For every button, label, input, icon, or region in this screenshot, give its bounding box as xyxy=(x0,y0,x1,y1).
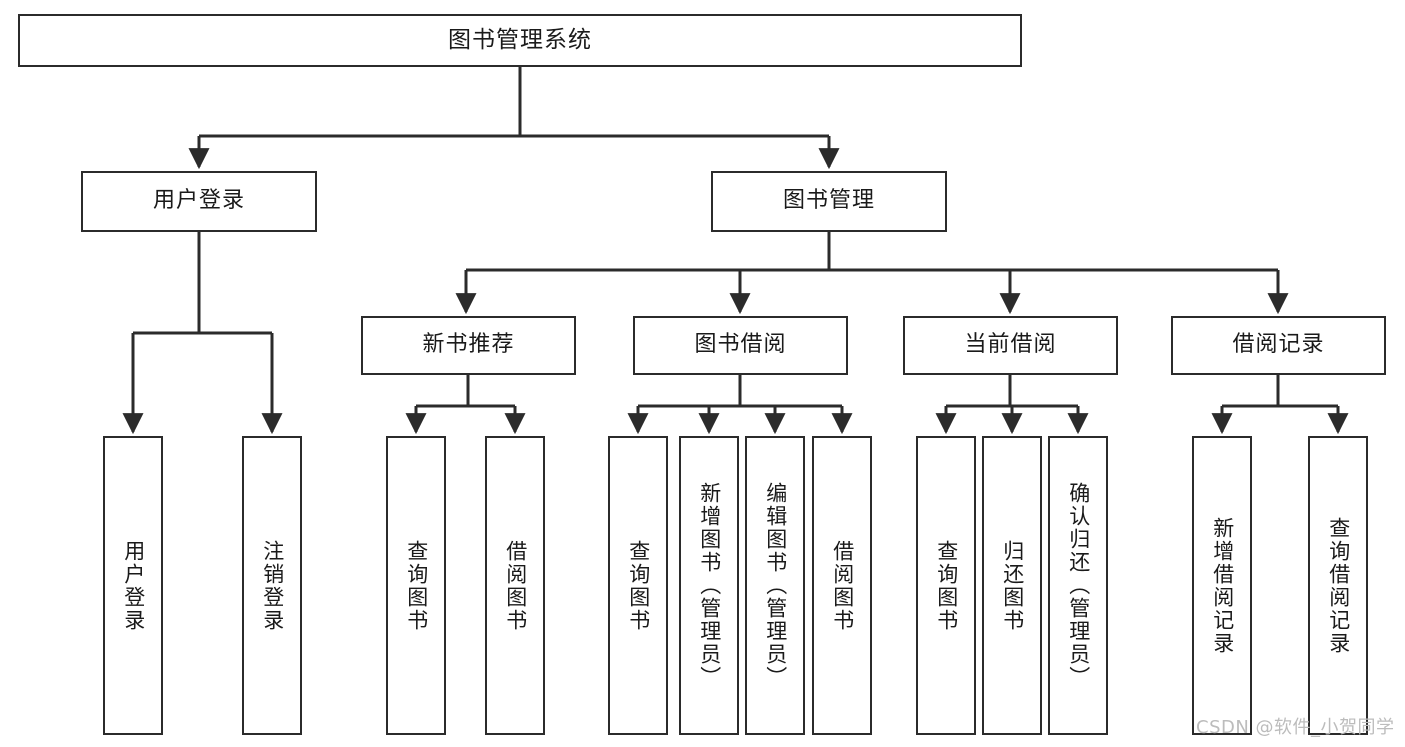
node-root[interactable]: 图书管理系统 xyxy=(18,14,1022,67)
node-leaf-user-login[interactable]: 用户登录 xyxy=(103,436,163,735)
csdn-watermark: CSDN @软件_小贺同学 xyxy=(1196,717,1395,738)
node-book-borrow[interactable]: 图书借阅 xyxy=(633,316,848,375)
node-label: 注销登录 xyxy=(260,539,285,632)
node-label: 确认归还（管理员） xyxy=(1066,482,1091,689)
node-label: 新增借阅记录 xyxy=(1210,516,1235,655)
node-label: 归还图书 xyxy=(1000,539,1025,632)
node-leaf-return-book[interactable]: 归还图书 xyxy=(982,436,1042,735)
node-label: 查询借阅记录 xyxy=(1326,516,1351,655)
node-label: 当前借阅 xyxy=(964,332,1057,358)
node-leaf-edit-book[interactable]: 编辑图书（管理员） xyxy=(745,436,805,735)
node-label: 编辑图书（管理员） xyxy=(763,482,788,689)
node-label: 新增图书（管理员） xyxy=(697,482,722,689)
node-leaf-borrow-book-2[interactable]: 借阅图书 xyxy=(812,436,872,735)
node-label: 查询图书 xyxy=(626,539,651,632)
node-leaf-confirm-return[interactable]: 确认归还（管理员） xyxy=(1048,436,1108,735)
node-label: 图书管理 xyxy=(782,188,875,214)
node-user-login[interactable]: 用户登录 xyxy=(81,171,317,232)
node-current-borrow[interactable]: 当前借阅 xyxy=(903,316,1118,375)
node-label: 新书推荐 xyxy=(422,332,515,358)
node-leaf-query-book-3[interactable]: 查询图书 xyxy=(916,436,976,735)
node-label: 查询图书 xyxy=(404,539,429,632)
node-leaf-query-record[interactable]: 查询借阅记录 xyxy=(1308,436,1368,735)
node-label: 图书借阅 xyxy=(694,332,787,358)
node-leaf-add-record[interactable]: 新增借阅记录 xyxy=(1192,436,1252,735)
node-leaf-query-book-1[interactable]: 查询图书 xyxy=(386,436,446,735)
node-leaf-query-book-2[interactable]: 查询图书 xyxy=(608,436,668,735)
node-leaf-borrow-book-1[interactable]: 借阅图书 xyxy=(485,436,545,735)
node-label: 借阅记录 xyxy=(1232,332,1325,358)
node-book-manage[interactable]: 图书管理 xyxy=(711,171,947,232)
node-label: 用户登录 xyxy=(152,188,245,214)
node-leaf-user-logout[interactable]: 注销登录 xyxy=(242,436,302,735)
node-label: 查询图书 xyxy=(934,539,959,632)
node-label: 借阅图书 xyxy=(503,539,528,632)
node-label: 用户登录 xyxy=(121,539,146,632)
node-leaf-add-book[interactable]: 新增图书（管理员） xyxy=(679,436,739,735)
node-label: 借阅图书 xyxy=(830,539,855,632)
node-label: 图书管理系统 xyxy=(448,26,592,53)
node-new-book-recommend[interactable]: 新书推荐 xyxy=(361,316,576,375)
node-borrow-record[interactable]: 借阅记录 xyxy=(1171,316,1386,375)
